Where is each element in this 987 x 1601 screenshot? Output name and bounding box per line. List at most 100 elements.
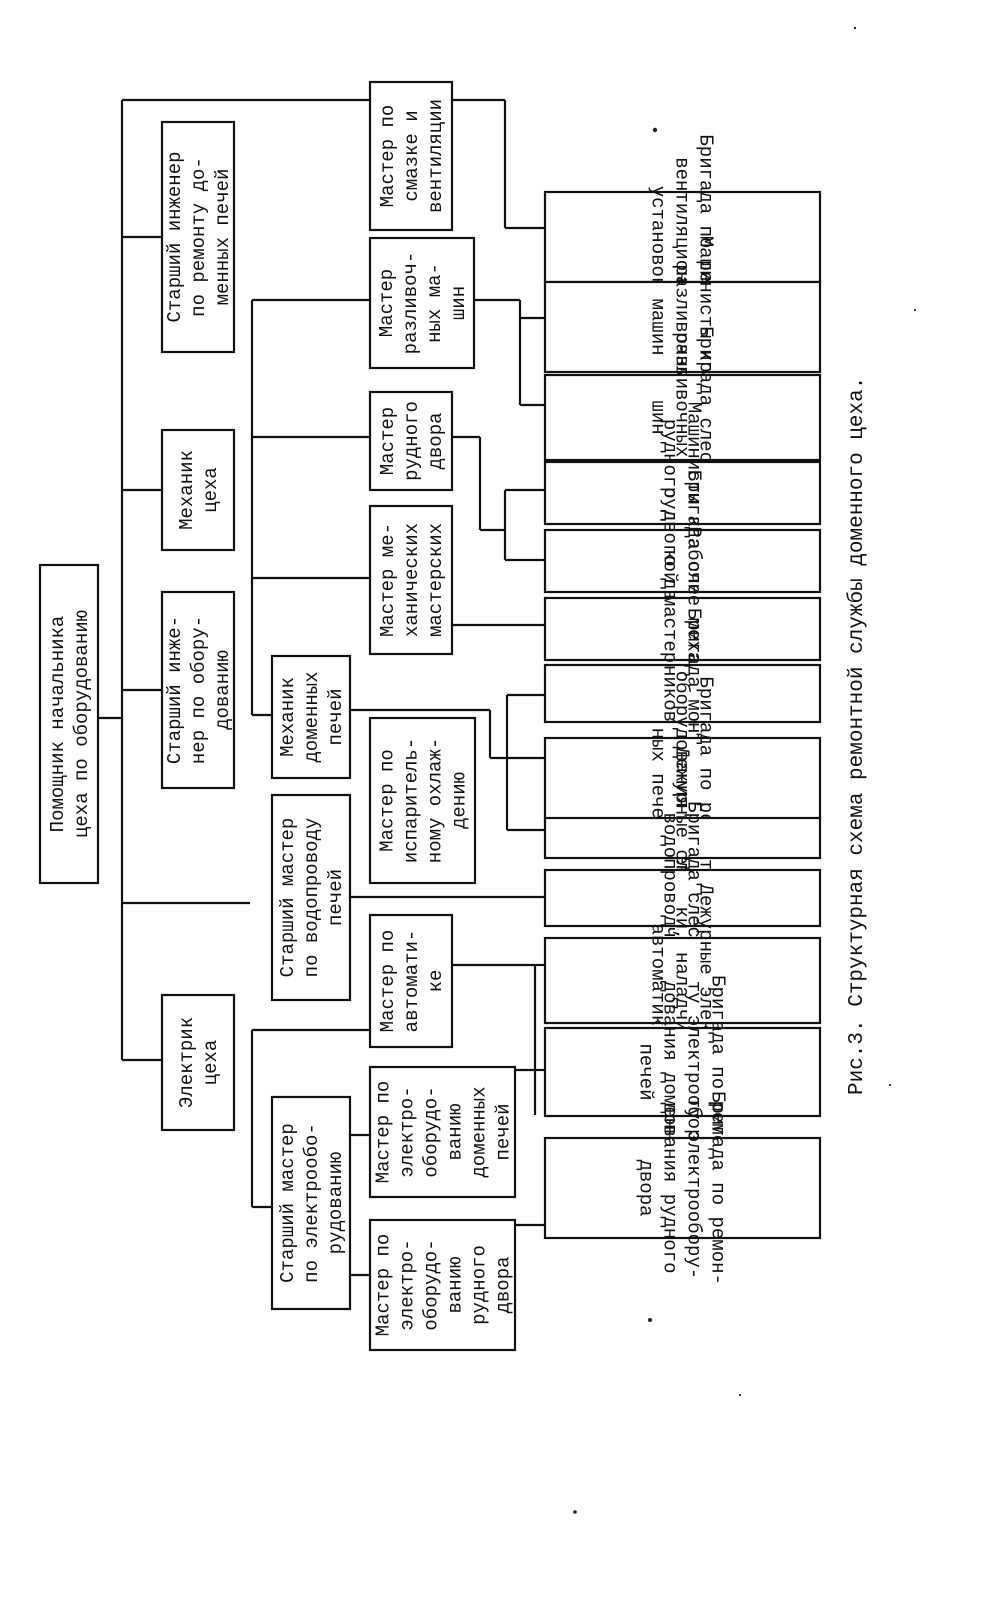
org-box-frame (368, 504, 454, 656)
org-box-frame (368, 913, 454, 1049)
org-box-label-line: менных печей (212, 169, 234, 306)
org-box-label-line: доменных (301, 671, 323, 762)
org-box-label-line: электро- (397, 1239, 419, 1330)
org-box-label-line: по электрообо- (301, 1123, 323, 1283)
org-box-label-line: печей (325, 869, 347, 926)
org-box-label-line: по водопроводу (301, 818, 323, 978)
org-box-label: Машинисты крановразливочныхмашин (647, 236, 717, 418)
org-box-label: Бригада по ремон-ту электрообору-дования… (635, 1091, 729, 1285)
org-box-frame (38, 563, 100, 885)
figure-caption: Рис.3. Структурная схема ремонтной служб… (846, 377, 869, 1095)
org-box-frame (543, 868, 822, 928)
scan-specks (573, 26, 917, 1514)
org-box-label-line: нер по обору- (188, 616, 210, 764)
org-box-label-line: ту электрообору- (683, 981, 705, 1163)
org-box-frame (543, 1026, 822, 1118)
org-box-frame (543, 816, 822, 860)
org-box-frame (543, 528, 822, 594)
org-box-frame (543, 190, 822, 284)
org-box-label-line: цеха по оборудованию (71, 610, 93, 838)
org-box-label-line: по ремонту до- (188, 157, 210, 317)
org-box-label-line: ванию (445, 1103, 467, 1160)
org-box-label-line: Мастер по (373, 1234, 395, 1337)
org-box-label: Бригада по ремон-ту электрообору-дования… (635, 975, 729, 1169)
org-box-label-line: двора (493, 1256, 515, 1313)
org-box-b-fitters-cast: Бригада слесарейразливочных ма-шин (543, 326, 822, 509)
org-box-label-line: Старший инженер (164, 151, 186, 322)
org-box-label-line: Мастер ме- (377, 523, 399, 637)
org-box-label-line: цеха (200, 1040, 222, 1086)
org-box-label-line: печей (635, 1043, 657, 1100)
org-box-frame (160, 590, 236, 790)
org-box-label-line: ников (659, 665, 681, 722)
org-box-b-crane-ore: Машинисты крановрудного двора (543, 402, 822, 584)
org-box-label-line: Мастер (377, 407, 399, 475)
org-box-b-crane-cast: Машинисты крановразливочныхмашин (543, 236, 822, 418)
org-box-label-line: автомати- (401, 930, 423, 1033)
org-box-label-line: Машинисты кранов (695, 236, 717, 418)
org-box-frame (543, 280, 822, 374)
org-box-frame (543, 736, 822, 822)
org-box-label-line: дованию (212, 650, 234, 730)
org-box-label-line: оборудо- (421, 1239, 443, 1330)
org-box-label-line: ванию (445, 1256, 467, 1313)
org-box-label-line: оборудо- (421, 1086, 443, 1177)
org-box-label-line: ту электрообору- (683, 1097, 705, 1279)
org-box-frame (543, 460, 822, 526)
org-box-label-line: разливочных (671, 264, 693, 389)
org-box-label-line: шин (647, 400, 669, 434)
org-box-frame (270, 793, 352, 1002)
org-box-label-line: Старший инже- (164, 616, 186, 764)
org-box-label-line: вентиляционных (671, 157, 693, 317)
org-box-label-line: Мастер по (377, 749, 399, 852)
org-box-label-line: ке (425, 970, 447, 993)
org-box-frame (368, 236, 476, 370)
org-box-label-line: ному охлаж- (425, 738, 447, 863)
org-box-label-line: шин (448, 286, 470, 320)
org-box-frame (543, 663, 822, 724)
org-box-label-line: доменных (469, 1086, 491, 1177)
org-box-frame (160, 428, 236, 552)
org-box-b-vent: Бригада по ремонтувентиляционныхустаново… (543, 134, 822, 340)
org-box-label-line: Старший мастер (277, 818, 299, 978)
org-box-b-elec-ore: Бригада по ремон-ту электрообору-дования… (543, 1091, 822, 1285)
org-box-label-line: рудного (401, 401, 423, 481)
org-box-label-line: дования рудного (659, 1102, 681, 1273)
org-box-frame (543, 1136, 822, 1240)
org-box-b-equip-repair: Бригада по ремонтуоборудования домен-ных… (543, 671, 822, 887)
org-box-label-line: Бригада по ремон- (707, 975, 729, 1169)
org-box-label: Бригада монтаж-ников (659, 608, 705, 779)
org-box-label-line: Механик (277, 677, 299, 757)
org-box-label-line: электро- (397, 1086, 419, 1177)
org-box-label-line: дению (449, 772, 471, 829)
org-box-sr-eng-equip: Старший инже-нер по обору-дованию (160, 590, 236, 790)
org-box-label-line: Мастер по (377, 105, 399, 208)
org-box-b-elec-furn: Бригада по ремон-ту электрообору-дования… (543, 975, 822, 1169)
connector-lines (98, 98, 545, 1277)
org-box-label-line: Мастер по (373, 1081, 395, 1184)
org-box-b-duty-elec: Дежурные электри-ки, наладчикиавтоматики (543, 884, 822, 1077)
org-box-label-line: дования доменных (659, 981, 681, 1163)
org-box-label-line: автоматики (647, 923, 669, 1037)
org-box-label-line: рудованию (325, 1152, 347, 1255)
